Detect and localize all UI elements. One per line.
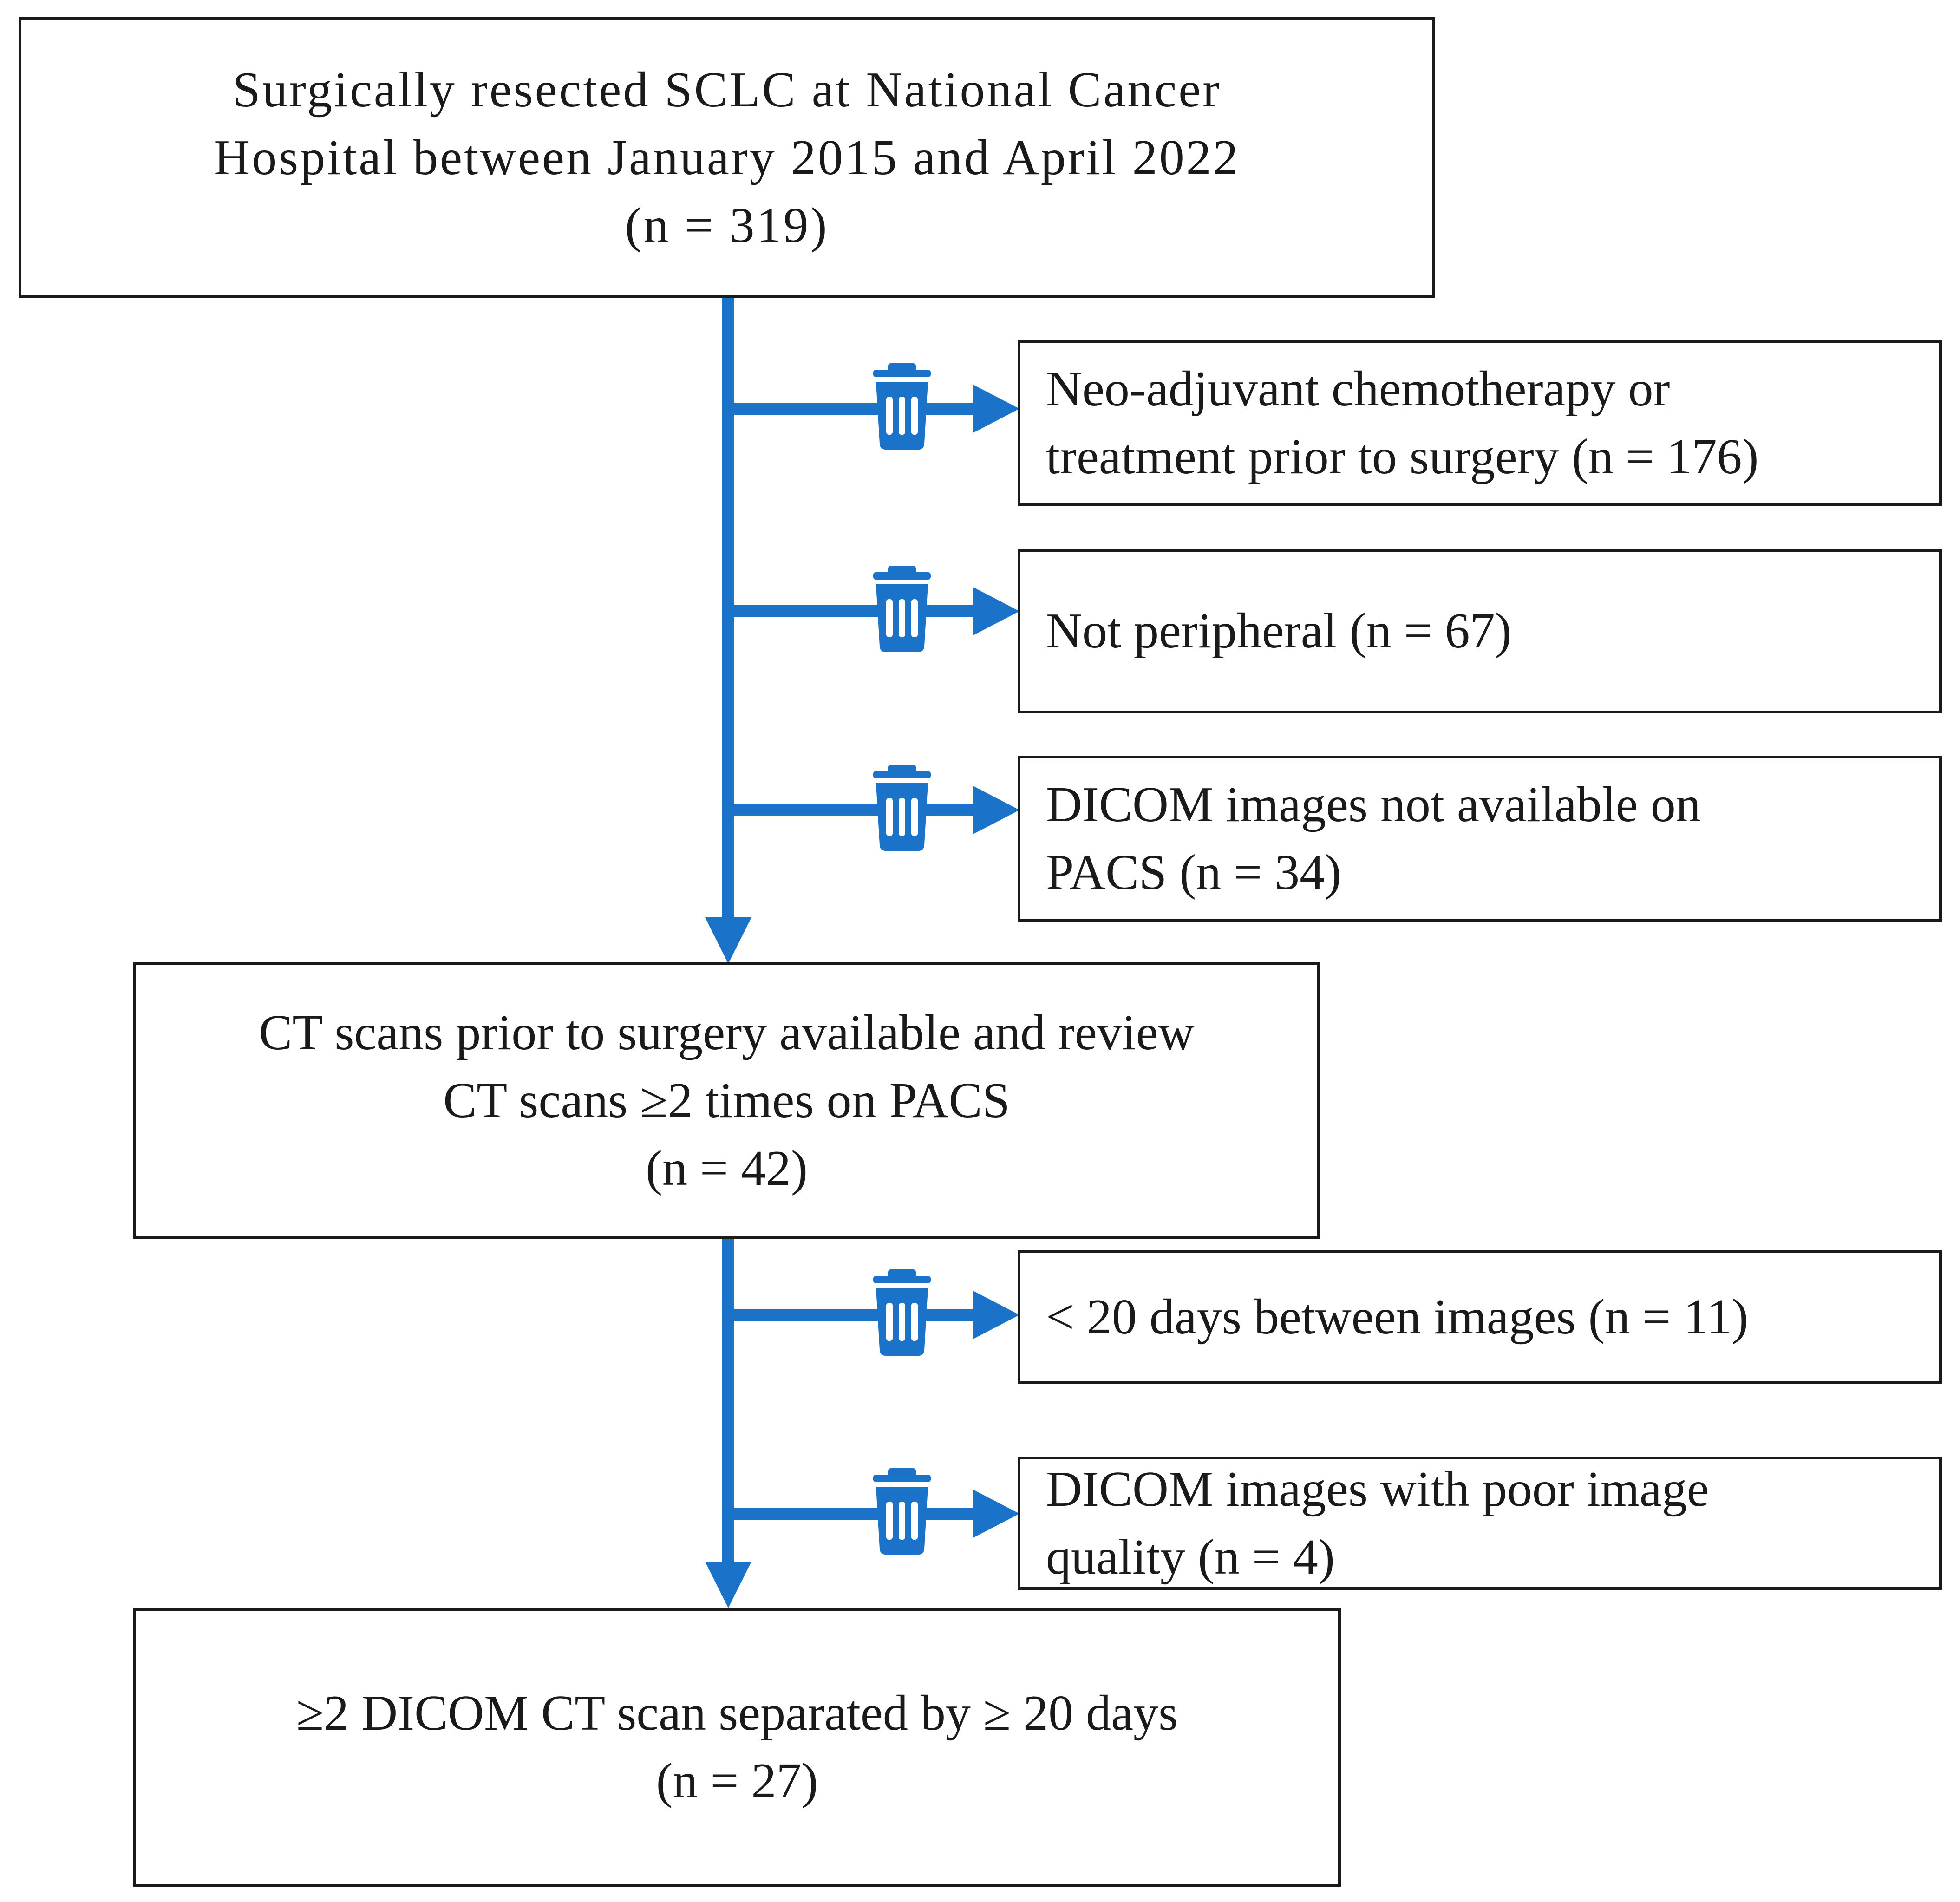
arrowhead-right-3 (973, 786, 1019, 834)
cohort-box-final: ≥2 DICOM CT scan separated by ≥ 20 days … (133, 1608, 1341, 1887)
exclusion-4-line-1: < 20 days between images (n = 11) (1046, 1289, 1749, 1345)
middle-line-2: CT scans ≥2 times on PACS (443, 1072, 1010, 1128)
arrowhead-right-4 (973, 1291, 1019, 1339)
exclusion-3-line-2: PACS (n = 34) (1046, 845, 1342, 900)
initial-line-2: Hospital between January 2015 and April … (214, 130, 1240, 185)
exclusion-5-line-1: DICOM images with poor image (1046, 1461, 1709, 1517)
exclusion-box-neoadjuvant: Neo-adjuvant chemotherapy or treatment p… (1018, 340, 1942, 506)
initial-line-1: Surgically resected SCLC at National Can… (232, 62, 1222, 118)
trunk-line-1 (722, 296, 734, 928)
final-line-1: ≥2 DICOM CT scan separated by ≥ 20 days (296, 1686, 1178, 1741)
exclusion-box-interval: < 20 days between images (n = 11) (1018, 1250, 1942, 1384)
trash-icon (873, 363, 931, 450)
arrowhead-down-2 (705, 1562, 751, 1608)
trash-icon (873, 566, 931, 652)
trash-icon (873, 765, 931, 851)
trash-icon (873, 1468, 931, 1555)
arrowhead-right-1 (973, 385, 1019, 433)
trunk-line-2 (722, 1236, 734, 1573)
exclusion-3-line-1: DICOM images not available on (1046, 777, 1701, 832)
arrowhead-right-2 (973, 587, 1019, 635)
middle-count: (n = 42) (646, 1140, 808, 1196)
exclusion-2-line-1: Not peripheral (n = 67) (1046, 603, 1512, 659)
branch-line-1 (734, 403, 994, 415)
initial-count: (n = 319) (625, 197, 829, 253)
exclusion-1-line-2: treatment prior to surgery (n = 176) (1046, 429, 1759, 484)
exclusion-box-dicom-unavailable: DICOM images not available on PACS (n = … (1018, 756, 1942, 922)
branch-line-4 (734, 1309, 994, 1321)
exclusion-1-line-1: Neo-adjuvant chemotherapy or (1046, 361, 1670, 417)
arrowhead-down-1 (705, 917, 751, 964)
exclusion-box-poor-quality: DICOM images with poor image quality (n … (1018, 1457, 1942, 1590)
trash-icon (873, 1269, 931, 1356)
cohort-box-ct-available: CT scans prior to surgery available and … (133, 962, 1320, 1239)
middle-line-1: CT scans prior to surgery available and … (259, 1005, 1195, 1060)
branch-line-5 (734, 1508, 994, 1520)
cohort-box-initial: Surgically resected SCLC at National Can… (19, 17, 1435, 298)
branch-line-2 (734, 605, 994, 617)
arrowhead-right-5 (973, 1490, 1019, 1538)
final-count: (n = 27) (656, 1753, 818, 1809)
branch-line-3 (734, 804, 994, 816)
exclusion-5-line-2: quality (n = 4) (1046, 1529, 1335, 1585)
exclusion-box-not-peripheral: Not peripheral (n = 67) (1018, 549, 1942, 713)
